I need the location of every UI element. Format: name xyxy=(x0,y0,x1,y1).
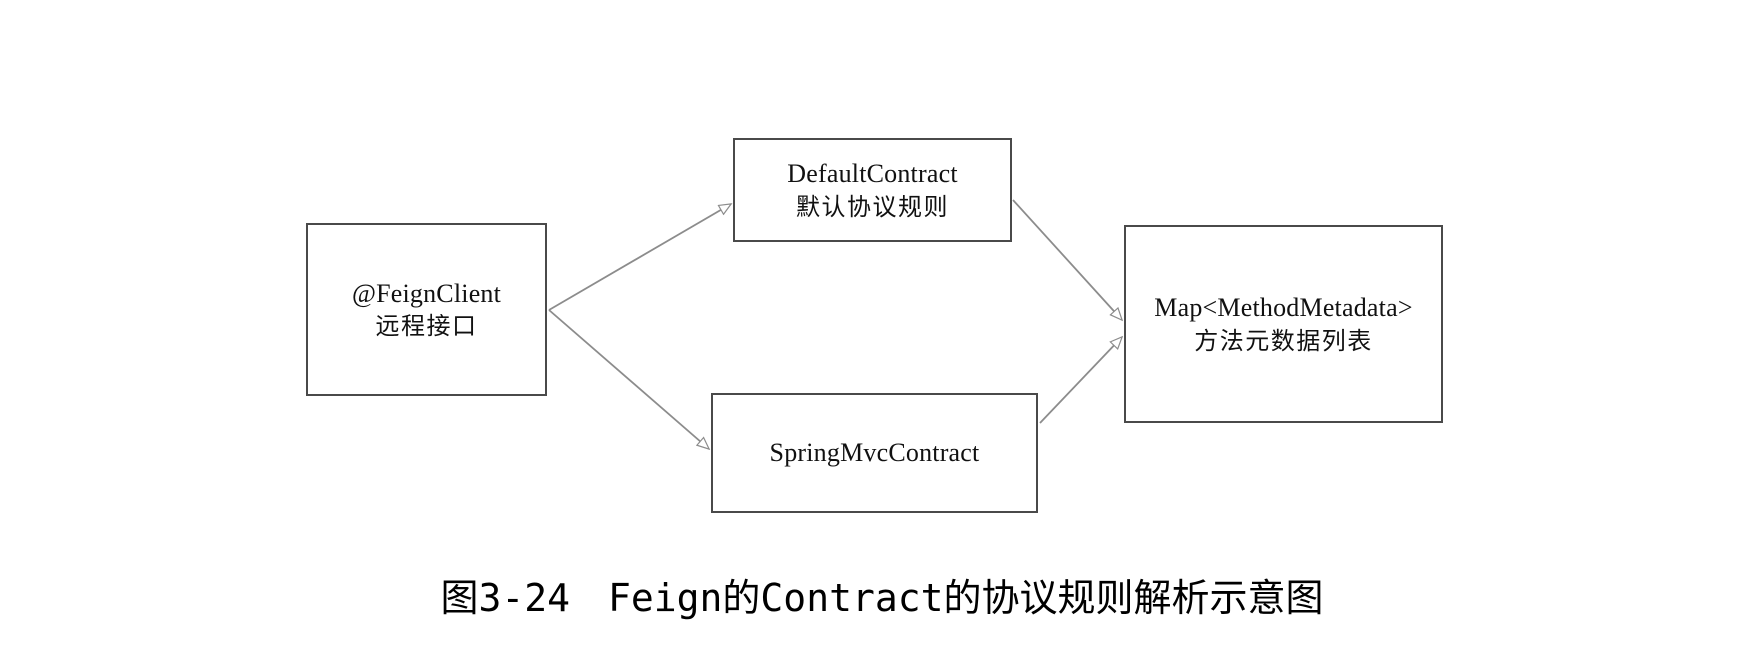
node-default-contract-cjk: 默认协议规则 xyxy=(796,192,949,221)
edge-feign-to-default xyxy=(548,204,731,311)
node-method-metadata-cjk: 方法元数据列表 xyxy=(1194,326,1373,355)
edge-feign-to-springmvc xyxy=(548,309,709,449)
node-default-contract[interactable]: DefaultContract 默认协议规则 xyxy=(733,138,1012,242)
figure-caption-text: 图3-24 Feign的Contract的协议规则解析示意图 xyxy=(440,576,1324,620)
edge-default-to-metadata xyxy=(1012,199,1122,320)
node-method-metadata-latin: Map<MethodMetadata> xyxy=(1154,293,1413,322)
node-feign-client-cjk: 远程接口 xyxy=(375,312,478,341)
node-default-contract-latin: DefaultContract xyxy=(787,159,958,188)
edge-springmvc-to-metadata xyxy=(1039,337,1122,424)
node-spring-mvc-contract-latin: SpringMvcContract xyxy=(769,438,980,468)
node-feign-client-latin: @FeignClient xyxy=(351,278,502,308)
figure-caption: 图3-24 Feign的Contract的协议规则解析示意图 xyxy=(0,576,1764,621)
node-method-metadata[interactable]: Map<MethodMetadata> 方法元数据列表 xyxy=(1124,225,1443,423)
node-spring-mvc-contract[interactable]: SpringMvcContract xyxy=(711,393,1038,513)
node-feign-client[interactable]: @FeignClient 远程接口 xyxy=(306,223,547,396)
